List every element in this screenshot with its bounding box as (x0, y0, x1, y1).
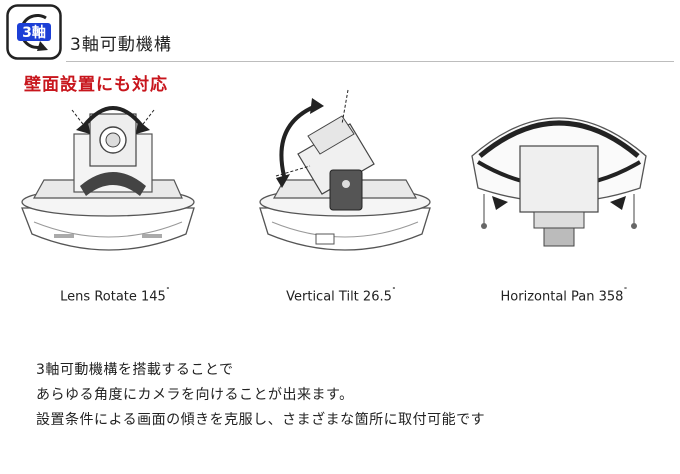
caption-vertical-tilt-name: Vertical Tilt (286, 289, 359, 305)
badge-label: 3軸 (22, 24, 46, 41)
degree-symbol: ˚ (623, 287, 628, 296)
description-line-1: 3軸可動機構を搭載することで (36, 362, 234, 378)
page-title: 3軸可動機構 (70, 35, 172, 55)
caption-horizontal-pan-value: 358 (598, 289, 624, 305)
description-line-2: あらゆる角度にカメラを向けることが出来ます。 (36, 387, 354, 403)
vertical-tilt-camera-illustration (259, 89, 431, 251)
horizontal-pan-camera-illustration (471, 117, 647, 247)
three-axis-badge-icon: 3軸 (6, 4, 62, 60)
degree-symbol: ˚ (165, 287, 170, 296)
lens-rotate-camera-illustration (21, 106, 195, 251)
caption-vertical-tilt-value: 26.5 (362, 289, 392, 305)
caption-lens-rotate-value: 145 (141, 289, 166, 305)
caption-vertical-tilt: Vertical Tilt 26.5˚ (256, 287, 426, 305)
caption-horizontal-pan: Horizontal Pan 358˚ (474, 287, 654, 305)
description-line-3: 設置条件による画面の傾きを克服し、さまざまな箇所に取付可能です (36, 412, 486, 428)
caption-lens-rotate-name: Lens Rotate (60, 289, 137, 305)
wall-mount-subtitle: 壁面設置にも対応 (24, 75, 168, 95)
caption-horizontal-pan-name: Horizontal Pan (500, 289, 595, 305)
title-divider (66, 61, 674, 62)
caption-lens-rotate: Lens Rotate 145˚ (30, 287, 200, 305)
degree-symbol: ˚ (391, 287, 396, 296)
